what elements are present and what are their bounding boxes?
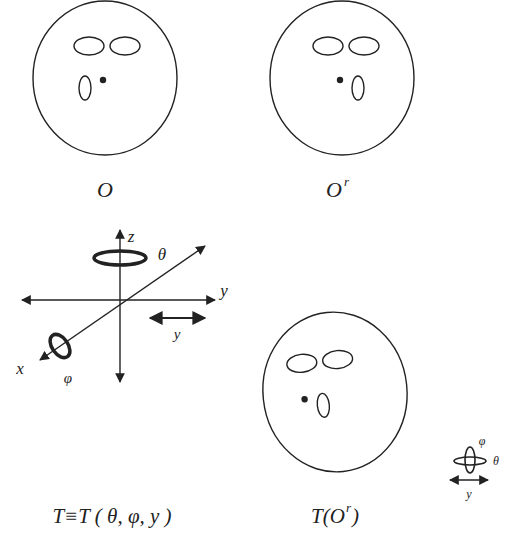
- face-transformed: [255, 305, 415, 479]
- caption: T≡T ( θ, φ, y ): [52, 506, 171, 527]
- axis-label: z: [128, 228, 135, 245]
- superscript: r: [344, 175, 349, 188]
- face-mirrored: [270, 1, 414, 155]
- axis-label: y: [174, 327, 181, 342]
- angle-label: φ: [479, 435, 486, 447]
- transform-symbol: [450, 447, 488, 480]
- angle-label: φ: [64, 371, 72, 386]
- caption: T(O: [311, 506, 345, 527]
- caption: O: [97, 179, 113, 201]
- caption: O: [326, 179, 342, 201]
- superscript: r: [346, 501, 351, 514]
- angle-label: θ: [493, 455, 499, 467]
- angle-label: θ: [158, 246, 166, 263]
- face-original: [33, 1, 177, 155]
- axis-label: x: [16, 360, 24, 377]
- axis-label: y: [220, 282, 228, 299]
- coordinate-axes: [22, 230, 215, 382]
- caption: ): [352, 506, 359, 527]
- axis-label: y: [466, 488, 471, 500]
